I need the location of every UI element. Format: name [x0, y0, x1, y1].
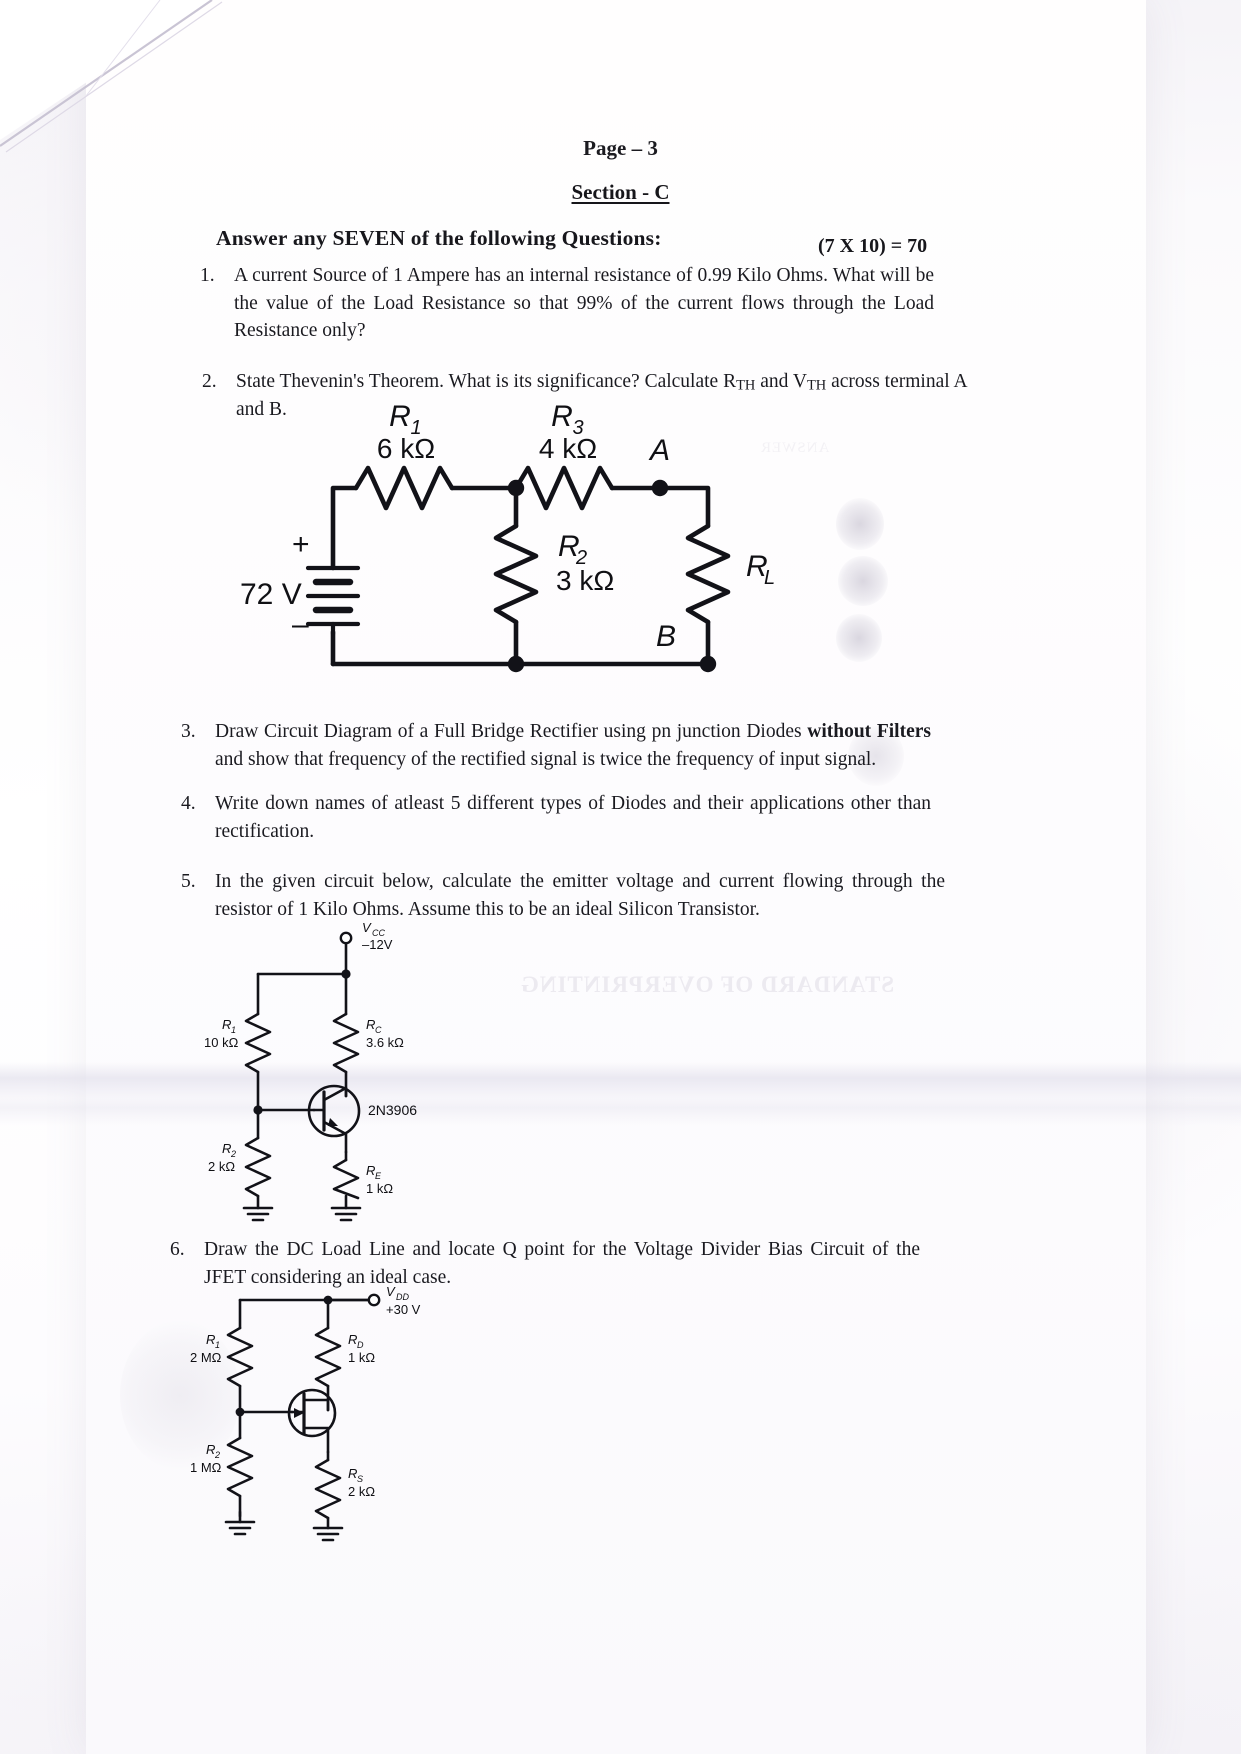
jfet-bias-circuit-diagram: V DD +30 V R 1 2 MΩ R D 1 kΩ R 2 1 MΩ R …: [182, 1282, 482, 1532]
jfet-vdd-value: +30 V: [386, 1302, 421, 1317]
total-marks-label: (7 X 10) = 70: [818, 235, 928, 257]
jfet-rs-sub: S: [357, 1474, 363, 1484]
question-1-number: 1.: [200, 265, 215, 286]
thevenin-node-b-label: B: [656, 620, 676, 653]
question-2-sub-vth: TH: [806, 377, 827, 394]
question-3-text-before: Draw Circuit Diagram of a Full Bridge Re…: [215, 721, 808, 742]
question-1: 1. A current Source of 1 Ampere has an i…: [200, 262, 934, 345]
bjt-r2-name: R: [222, 1141, 231, 1156]
thevenin-r1-value: 6 kΩ: [377, 433, 435, 464]
page-corner-edge-lines: [0, 0, 223, 153]
question-2-text-b: and V: [755, 371, 807, 392]
jfet-rd-name: R: [348, 1332, 357, 1347]
thevenin-rl-sub: L: [764, 567, 775, 589]
section-title: Section - C: [571, 180, 670, 204]
question-6-number: 6.: [170, 1239, 185, 1260]
thevenin-r1-name: R: [389, 400, 411, 433]
jfet-r2-sub: 2: [214, 1450, 220, 1460]
transistor-envelope: [307, 1084, 361, 1138]
bjt-vcc-sub: CC: [372, 928, 385, 938]
thevenin-r2-value: 3 kΩ: [556, 565, 614, 596]
question-2: 2. State Thevenin's Theorem. What is its…: [202, 368, 996, 424]
bjt-r1-name: R: [222, 1017, 231, 1032]
question-3-number: 3.: [181, 721, 196, 742]
jfet-vdd-name: V: [386, 1284, 396, 1299]
emitter-arrow: [328, 1118, 338, 1126]
thevenin-r3-name: R: [551, 400, 573, 433]
bjt-rc-value: 3.6 kΩ: [366, 1035, 404, 1050]
node-dot-a: [651, 479, 669, 497]
thevenin-r1-sub: 1: [410, 417, 421, 439]
jfet-rs-value: 2 kΩ: [348, 1484, 375, 1499]
bjt-base-node-dot: [253, 1105, 263, 1115]
thevenin-rl-name: R: [746, 550, 768, 583]
thevenin-r3-value: 4 kΩ: [539, 433, 597, 464]
bjt-ground-symbols: [196, 1194, 496, 1236]
jfet-rd-value: 1 kΩ: [348, 1350, 375, 1365]
bjt-r1-sub: 1: [231, 1025, 236, 1035]
jfet-r2-name: R: [206, 1442, 215, 1457]
vdd-terminal: [367, 1293, 381, 1307]
node-dot-b: [699, 655, 717, 673]
thevenin-node-a-label: A: [648, 434, 670, 467]
bjt-bias-circuit-diagram: V CC –12V R 1 10 kΩ R C 3.6 kΩ R 2 2 kΩ …: [196, 902, 496, 1202]
question-5-text: In the given circuit below, calculate th…: [215, 871, 945, 920]
bjt-re-value: 1 kΩ: [366, 1181, 393, 1196]
jfet-ground-symbols: [182, 1510, 482, 1552]
question-3-text-after: and show that frequency of the rectified…: [215, 748, 877, 770]
bjt-rc-sub: C: [375, 1025, 382, 1035]
thevenin-r3-sub: 3: [572, 417, 583, 439]
bjt-re-sub: E: [375, 1171, 382, 1181]
question-5: 5. In the given circuit below, calculate…: [181, 868, 945, 923]
vcc-terminal: [339, 931, 353, 945]
bjt-re-name: R: [366, 1163, 375, 1178]
jfet-vdd-sub: DD: [396, 1292, 409, 1302]
bjt-vcc-value: –12V: [362, 937, 393, 952]
jfet-rs-name: R: [348, 1466, 357, 1481]
jfet-r1-sub: 1: [215, 1340, 220, 1350]
bjt-vcc-node-dot: [341, 969, 351, 979]
bjt-r1-value: 10 kΩ: [204, 1035, 239, 1050]
jfet-r1-value: 2 MΩ: [190, 1350, 222, 1365]
question-2-sub-rth: TH: [736, 377, 756, 394]
question-5-number: 5.: [181, 871, 196, 892]
bjt-r2-sub: 2: [230, 1149, 236, 1159]
jfet-r1-name: R: [206, 1332, 215, 1347]
thevenin-source-value: 72 V: [240, 578, 302, 611]
question-1-text: A current Source of 1 Ampere has an inte…: [234, 265, 934, 342]
thevenin-circuit-diagram: R 1 6 kΩ R 3 4 kΩ A B R 2 3 kΩ R L 72 V …: [228, 396, 788, 696]
paper-sheet: [86, 0, 1146, 1754]
thevenin-r2-sub: 2: [575, 547, 587, 569]
question-2-number: 2.: [202, 371, 217, 392]
jfet-r2-value: 1 MΩ: [190, 1460, 222, 1475]
bjt-vcc-name: V: [362, 920, 372, 935]
jfet-vdd-node-dot: [323, 1295, 333, 1305]
bjt-rc-name: R: [366, 1017, 375, 1032]
thevenin-minus-sign: –: [292, 608, 309, 641]
question-2-text-c: across terminal A and B.: [236, 371, 967, 421]
node-dot-mid-bottom: [507, 655, 525, 673]
page-number-label: Page – 3: [583, 136, 658, 160]
question-6: 6. Draw the DC Load Line and locate Q po…: [170, 1236, 920, 1291]
question-4-number: 4.: [181, 793, 196, 814]
bjt-transistor-part-number: 2N3906: [368, 1102, 417, 1118]
question-3-text-bold: without Filters: [807, 721, 931, 742]
answer-instruction: Answer any SEVEN of the following Questi…: [216, 226, 662, 250]
node-dot-mid-top: [507, 479, 525, 497]
thevenin-plus-sign: +: [292, 528, 310, 561]
jfet-rd-sub: D: [357, 1340, 364, 1350]
jfet-gate-node-dot: [235, 1407, 245, 1417]
question-2-text-a: State Thevenin's Theorem. What is its si…: [236, 371, 737, 392]
question-4: 4. Write down names of atleast 5 differe…: [181, 790, 931, 845]
thevenin-r2-name: R: [558, 530, 580, 563]
jfet-envelope: [287, 1388, 337, 1438]
bjt-r2-value: 2 kΩ: [208, 1159, 235, 1174]
question-6-text: Draw the DC Load Line and locate Q point…: [204, 1239, 920, 1288]
question-4-text: Write down names of atleast 5 different …: [215, 793, 931, 842]
question-3: 3. Draw Circuit Diagram of a Full Bridge…: [181, 718, 931, 773]
jfet-gate-arrow: [294, 1408, 304, 1418]
